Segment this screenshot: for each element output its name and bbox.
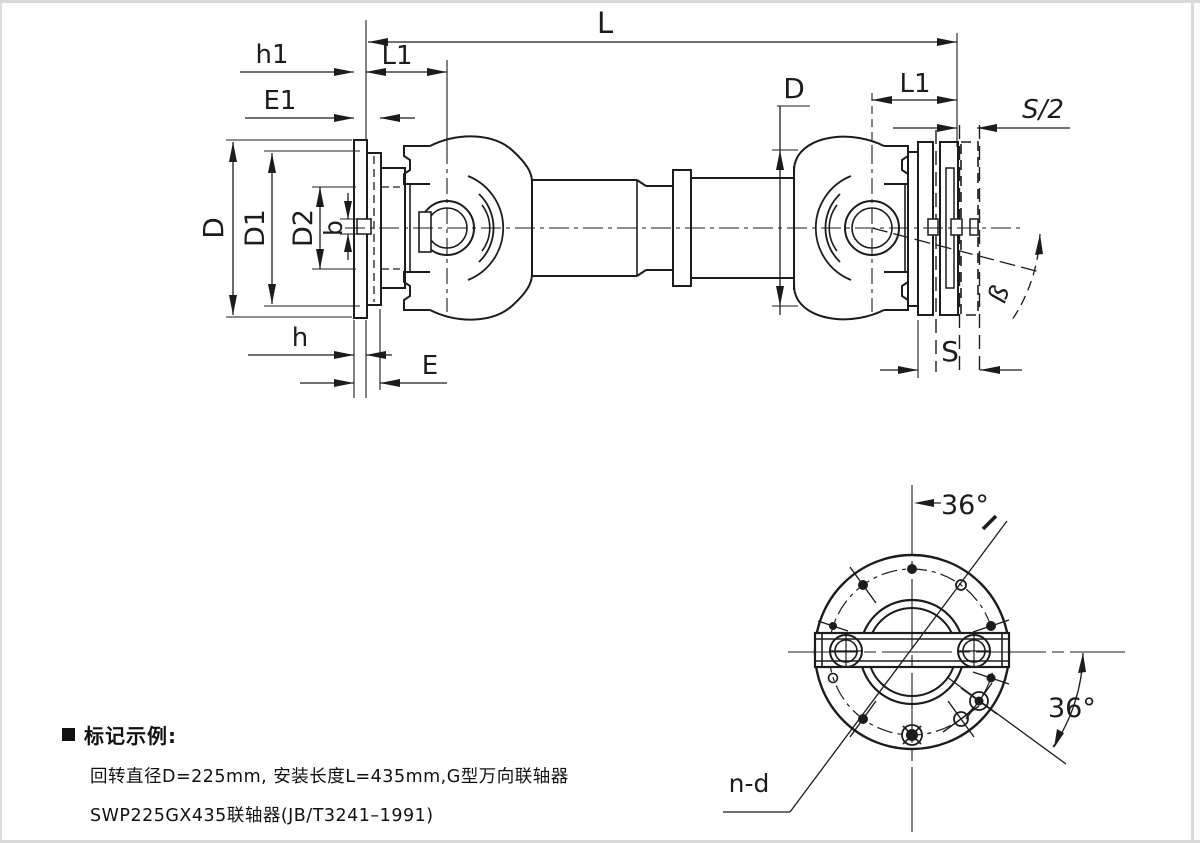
square-bullet-icon: [62, 728, 75, 741]
dim-label-s: S: [941, 335, 959, 368]
dim-label-d-left: D: [197, 217, 230, 239]
page-border-top: [0, 0, 1200, 3]
dim-label-beta: ß: [983, 282, 1017, 307]
dim-label-l1-left: L1: [381, 41, 412, 71]
dim-label-h: h: [292, 323, 308, 353]
dim-label-e1: E1: [264, 86, 297, 116]
hole-callout-leader: [723, 514, 1008, 813]
dim-label-b: b: [319, 220, 348, 236]
page-border-right: [1191, 0, 1194, 843]
flange-end-view: 36° 36° n-d: [723, 485, 1125, 832]
angle-label-right: 36°: [1048, 693, 1096, 724]
dim-label-l1-right: L1: [899, 69, 930, 99]
page-right-margin: [1194, 0, 1200, 843]
dim-label-e: E: [422, 351, 438, 381]
dim-label-h1: h1: [255, 40, 288, 70]
cardan-shaft-main-view: [353, 125, 981, 372]
center-lines: [345, 148, 1022, 312]
marking-example-line-1: 回转直径D=225mm, 安装长度L=435mm,G型万向联轴器: [90, 767, 569, 787]
marking-example-title: 标记示例:: [84, 724, 177, 748]
marking-example-line-2: SWP225GX435联轴器(JB/T3241–1991): [90, 806, 434, 826]
hole-callout-label: n-d: [729, 769, 770, 798]
page-border-bottom: [0, 840, 1200, 843]
dim-label-l: L: [597, 6, 613, 40]
beta-angle-construction: [871, 227, 1041, 321]
dim-label-s-half: S/2: [1022, 95, 1064, 125]
marking-example-note: 标记示例: 回转直径D=225mm, 安装长度L=435mm,G型万向联轴器 S…: [62, 720, 682, 827]
dim-label-d1: D1: [240, 209, 271, 247]
dimension-arrowheads: [229, 38, 1000, 387]
angle-label-top: 36°: [941, 490, 989, 521]
beta-arc-arrow: [1035, 234, 1043, 255]
page-border-left: [0, 0, 2, 843]
dim-label-d2: D2: [288, 209, 319, 247]
angle-dimensions: [914, 499, 1086, 765]
dim-label-d-right: D: [783, 72, 805, 105]
